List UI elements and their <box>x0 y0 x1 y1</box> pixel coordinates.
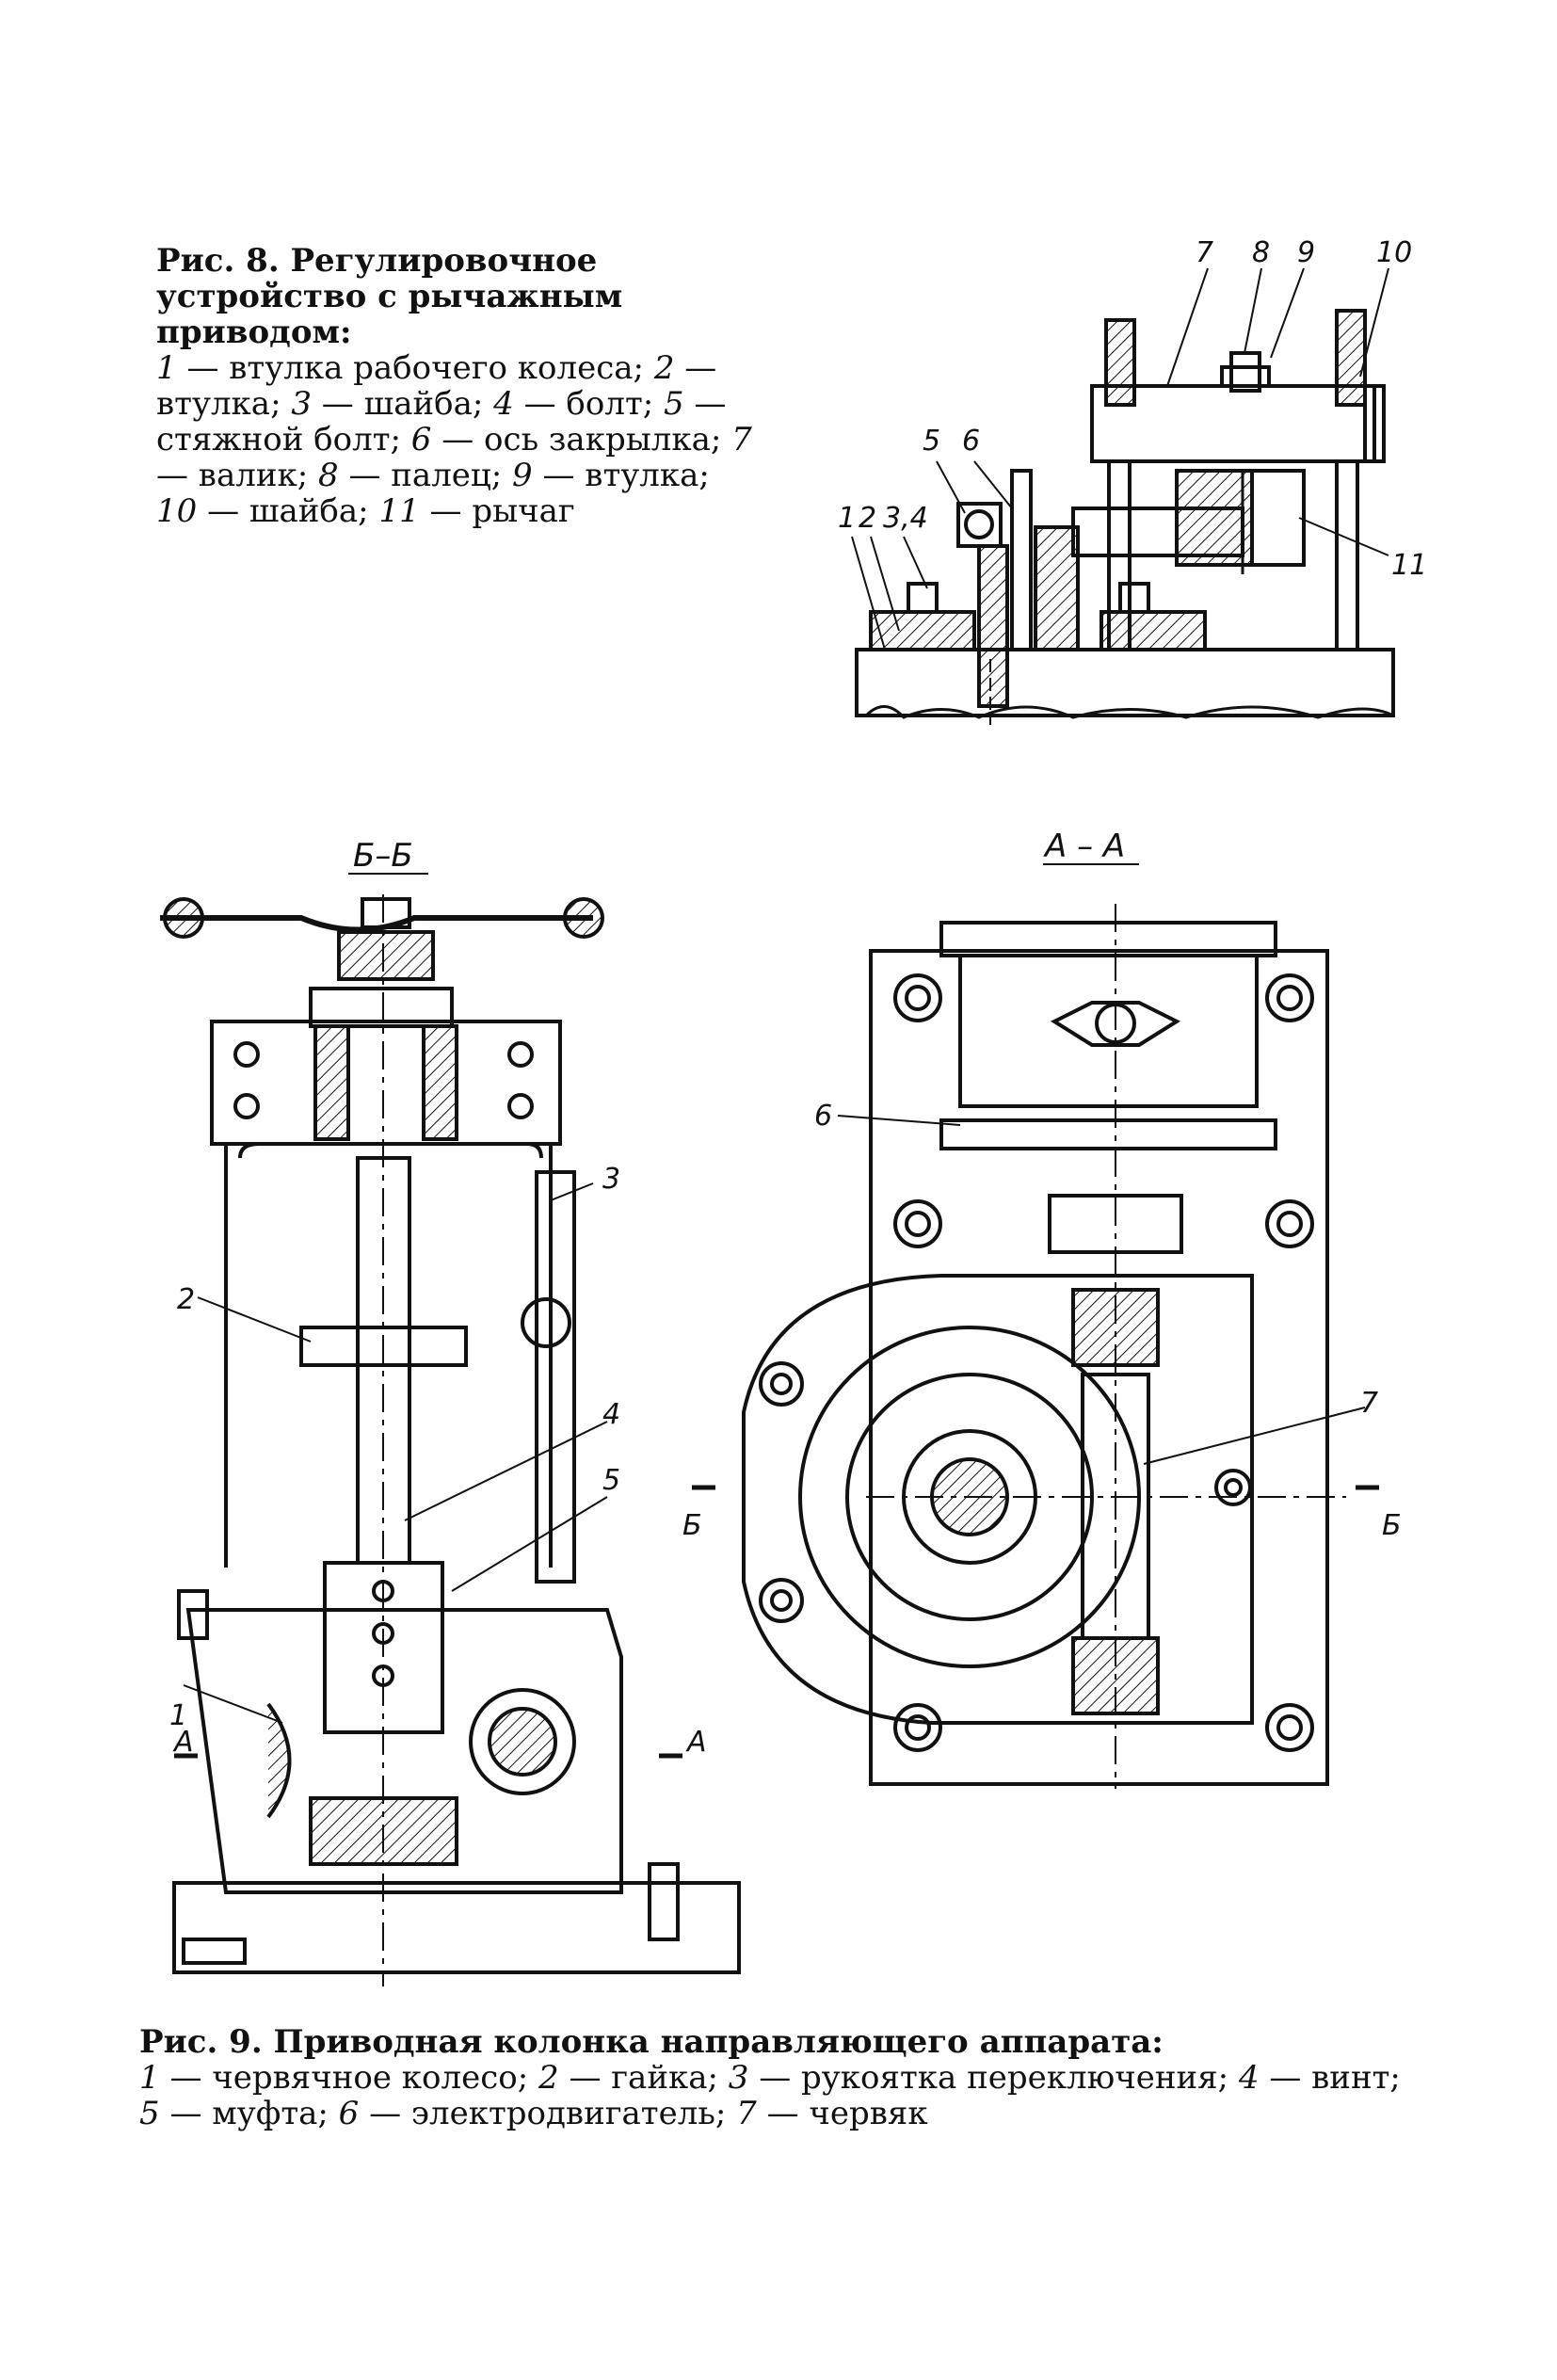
legend-text: — втулка; <box>542 457 710 494</box>
fig9-label-4: 4 <box>602 1398 620 1431</box>
fig8-label-5: 5 <box>923 425 940 458</box>
legend-num: 1 <box>139 2059 160 2097</box>
legend-text: — винт; <box>1269 2059 1401 2097</box>
fig9-label-5: 5 <box>602 1464 620 1497</box>
legend-num: 5 <box>664 385 684 423</box>
fig8-legend: 1 — втулка рабочего колеса; 2 — втулка; … <box>156 350 759 529</box>
legend-text: — рукоятка переключения; <box>759 2059 1229 2097</box>
cut-mark-a-right: А <box>685 1726 707 1759</box>
legend-text: — электродвигатель; <box>369 2095 727 2132</box>
legend-num: 4 <box>493 385 514 423</box>
legend-num: 10 <box>156 492 198 530</box>
section-bb-title: Б–Б <box>353 837 413 875</box>
fig8-label-2: 2 <box>859 502 876 535</box>
legend-text: — шайба; <box>207 492 369 530</box>
legend-num: 7 <box>731 421 752 458</box>
legend-num: 4 <box>1238 2059 1260 2097</box>
legend-text: — болт; <box>523 385 654 423</box>
fig8-label-6: 6 <box>962 425 980 458</box>
legend-num: 7 <box>736 2095 757 2132</box>
legend-num: 6 <box>410 421 432 458</box>
legend-text: — гайка; <box>569 2059 718 2097</box>
legend-num: 3 <box>291 385 312 423</box>
legend-text: — муфта; <box>169 2095 329 2132</box>
section-aa-title: А – А <box>1043 828 1125 865</box>
fig9-label-7: 7 <box>1360 1387 1378 1420</box>
fig9-label-6: 6 <box>814 1100 832 1133</box>
legend-num: 6 <box>338 2095 360 2132</box>
legend-num: 9 <box>512 457 533 494</box>
legend-text: — червяк <box>766 2095 928 2132</box>
legend-num: 5 <box>139 2095 160 2132</box>
fig8-label-34: 3,4 <box>883 502 928 535</box>
fig8-caption: Рис. 8. Регулировочное устройство с рыча… <box>156 243 759 529</box>
cut-mark-b-left: Б <box>682 1509 702 1542</box>
fig8-title: Рис. 8. Регулировочное устройство с рыча… <box>156 242 623 351</box>
fig8-label-10: 10 <box>1376 236 1412 269</box>
legend-text: — рычаг <box>429 492 575 530</box>
fig8-label-8: 8 <box>1252 236 1270 269</box>
cut-mark-a-left: А <box>172 1726 194 1759</box>
legend-num: 8 <box>318 457 339 494</box>
fig9-caption: Рис. 9. Приводная колонка направляющего … <box>139 2024 1401 2131</box>
fig8-label-9: 9 <box>1297 236 1315 269</box>
legend-text: — червячное колесо; <box>169 2059 529 2097</box>
legend-text: — стяжной болт; <box>156 385 727 458</box>
fig8-label-11: 11 <box>1391 549 1427 582</box>
legend-text: — палец; <box>348 457 503 494</box>
legend-num: 11 <box>378 492 420 530</box>
fig9-title: Рис. 9. Приводная колонка направляющего … <box>139 2023 1164 2061</box>
legend-num: 3 <box>728 2059 749 2097</box>
legend-text: — втулка; <box>156 349 717 423</box>
fig9-label-2: 2 <box>177 1283 195 1316</box>
fig9-legend: 1 — червячное колесо; 2 — гайка; 3 — рук… <box>139 2060 1401 2131</box>
cut-mark-b-right: Б <box>1382 1509 1402 1542</box>
fig9-label-3: 3 <box>602 1163 620 1196</box>
fig8-label-1: 1 <box>838 502 856 535</box>
legend-num: 1 <box>156 349 177 387</box>
legend-text: — ось закрылка; <box>441 421 722 458</box>
fig9-label-1: 1 <box>169 1699 187 1732</box>
legend-text: — шайба; <box>321 385 484 423</box>
legend-text: — втулка рабочего колеса; <box>186 349 645 387</box>
legend-num: 2 <box>653 349 675 387</box>
legend-text: — валик; <box>156 457 309 494</box>
legend-num: 2 <box>538 2059 559 2097</box>
fig8-label-7: 7 <box>1196 236 1213 269</box>
